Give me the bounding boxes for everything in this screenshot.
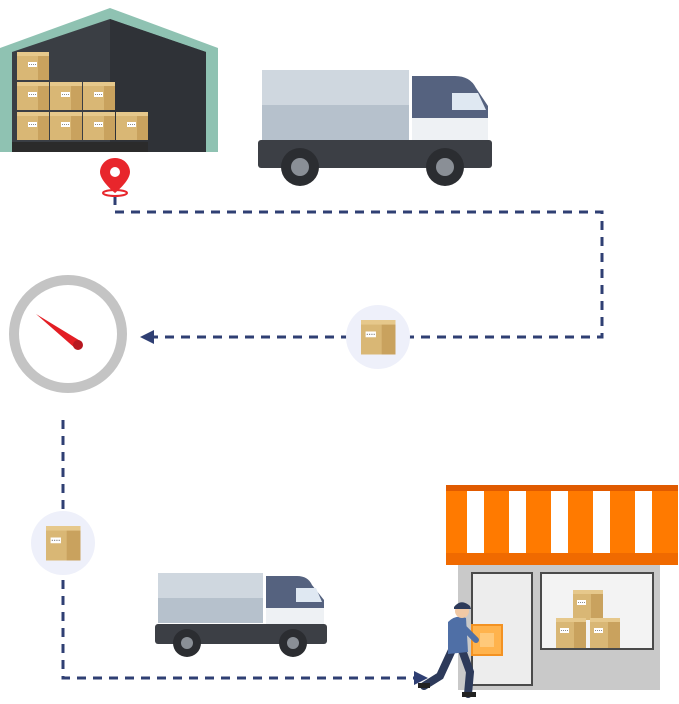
truck-icon [155, 573, 327, 657]
truck-icon [258, 70, 492, 186]
location-pin-icon [100, 158, 130, 196]
store-icon [446, 485, 678, 690]
speedometer-icon [14, 280, 122, 388]
package-icon [346, 305, 410, 369]
package-icon [31, 511, 95, 575]
route-arrowhead-left [140, 330, 154, 344]
warehouse-icon [0, 8, 218, 152]
